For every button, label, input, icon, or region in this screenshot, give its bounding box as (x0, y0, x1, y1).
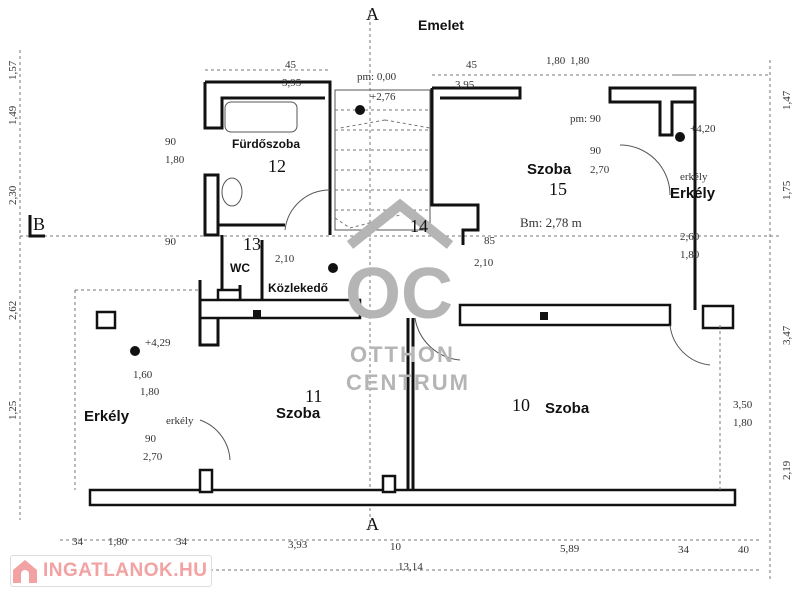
level-marker-icon (675, 132, 685, 142)
dim-label: 1,80 (680, 249, 700, 261)
dim-label: 2,70 (143, 451, 163, 463)
sink-icon (221, 177, 243, 207)
dim-label: 1,80 (140, 386, 160, 398)
dim-label: 90 (165, 236, 177, 248)
dim-label: 85 (484, 235, 496, 247)
dim-label: 2,30 (7, 185, 19, 205)
dim-label: 1,80 (546, 55, 566, 67)
dim-label: 90 (145, 433, 157, 445)
dim-label: +4,20 (690, 123, 716, 135)
dimension-labels: 45 3,95 45 3,95 pm: 0,00 +2,76 1,80 1,80… (7, 55, 793, 573)
room-number: 11 (305, 386, 322, 406)
dim-label: 1,60 (133, 369, 153, 381)
room-number: 13 (243, 234, 261, 254)
dim-label: 3,50 (733, 399, 753, 411)
ingatlanok-logo[interactable]: INGATLANOK.HU (10, 555, 212, 587)
dim-label: 1,47 (781, 90, 793, 110)
dim-label: 2,10 (474, 257, 494, 269)
dim-label: 2,19 (781, 460, 793, 480)
dim-label: +2,76 (370, 91, 396, 103)
column-marker-icon (540, 312, 548, 320)
dim-label: 1,49 (7, 105, 19, 125)
dim-label: 2,70 (590, 164, 610, 176)
dim-label: 13,14 (398, 561, 423, 573)
dim-label: 1,80 (108, 536, 128, 548)
room-name: Erkély (670, 185, 716, 202)
dim-label: 45 (285, 59, 297, 71)
dim-label: 1,80 (165, 154, 185, 166)
dim-label: 10 (390, 541, 402, 553)
watermark-mark: OC (345, 254, 453, 334)
room-number: 10 (512, 395, 530, 415)
watermark-line1: OTTHON (350, 342, 455, 367)
staircase (334, 89, 431, 231)
bathroom-walls (203, 80, 332, 237)
watermark-line2: CENTRUM (346, 370, 470, 395)
bathtub-icon (224, 101, 298, 133)
dim-label: 2,62 (7, 301, 19, 320)
dim-label: 1,80 (570, 55, 590, 67)
column-marker-icon (253, 310, 261, 318)
room15-walls (430, 86, 697, 310)
level-marker-icon (130, 346, 140, 356)
dim-label: 5,89 (560, 543, 580, 555)
room-height: Bm: 2,78 m (520, 215, 582, 230)
dim-label: 34 (176, 536, 188, 548)
dim-label: 90 (590, 145, 602, 157)
dim-label: pm: 0,00 (357, 71, 397, 83)
room-note: erkély (166, 415, 194, 427)
dim-label: 45 (466, 59, 478, 71)
dim-label: pm: 90 (570, 113, 601, 125)
dim-label: 90 (165, 136, 177, 148)
dim-label: 1,25 (7, 400, 19, 420)
section-label: A (366, 514, 379, 534)
house-icon (13, 560, 37, 583)
dim-label: 34 (678, 544, 690, 556)
section-label: A (366, 4, 379, 24)
room-number: 15 (549, 179, 567, 199)
logo-text: INGATLANOK.HU (43, 560, 208, 581)
dim-label: 3,95 (282, 77, 302, 89)
dim-label: 34 (72, 536, 84, 548)
otthon-centrum-watermark: OC OTTHON CENTRUM (345, 198, 470, 395)
room-name: Fürdőszoba (232, 137, 300, 151)
room-name: Erkély (84, 408, 130, 425)
dim-label: 40 (738, 544, 750, 556)
room-name: Szoba (276, 405, 321, 422)
floor-title: Emelet (418, 17, 464, 33)
dimension-lines (19, 10, 780, 580)
room-name: Szoba (545, 400, 590, 417)
level-marker-icon (328, 263, 338, 273)
section-marker-b (28, 215, 45, 238)
room-name: Közlekedő (268, 281, 328, 295)
section-label: B (33, 214, 45, 234)
dim-label: 2,10 (275, 253, 295, 265)
dim-label: +4,29 (145, 337, 171, 349)
room-note: erkély (680, 171, 708, 183)
dim-label: 3,93 (288, 539, 308, 551)
room-name: WC (230, 261, 250, 275)
dim-label: 1,57 (7, 60, 19, 80)
dim-label: 1,80 (733, 417, 753, 429)
room-number: 12 (268, 156, 286, 176)
dim-label: 3,95 (455, 79, 475, 91)
dim-label: 1,75 (781, 180, 793, 200)
dim-label: 2,60 (680, 231, 700, 243)
room-name: Szoba (527, 161, 572, 178)
room-number: 14 (410, 216, 428, 236)
dim-label: 3,47 (781, 325, 793, 345)
level-marker-icon (355, 105, 365, 115)
lower-floor-walls (74, 280, 737, 507)
